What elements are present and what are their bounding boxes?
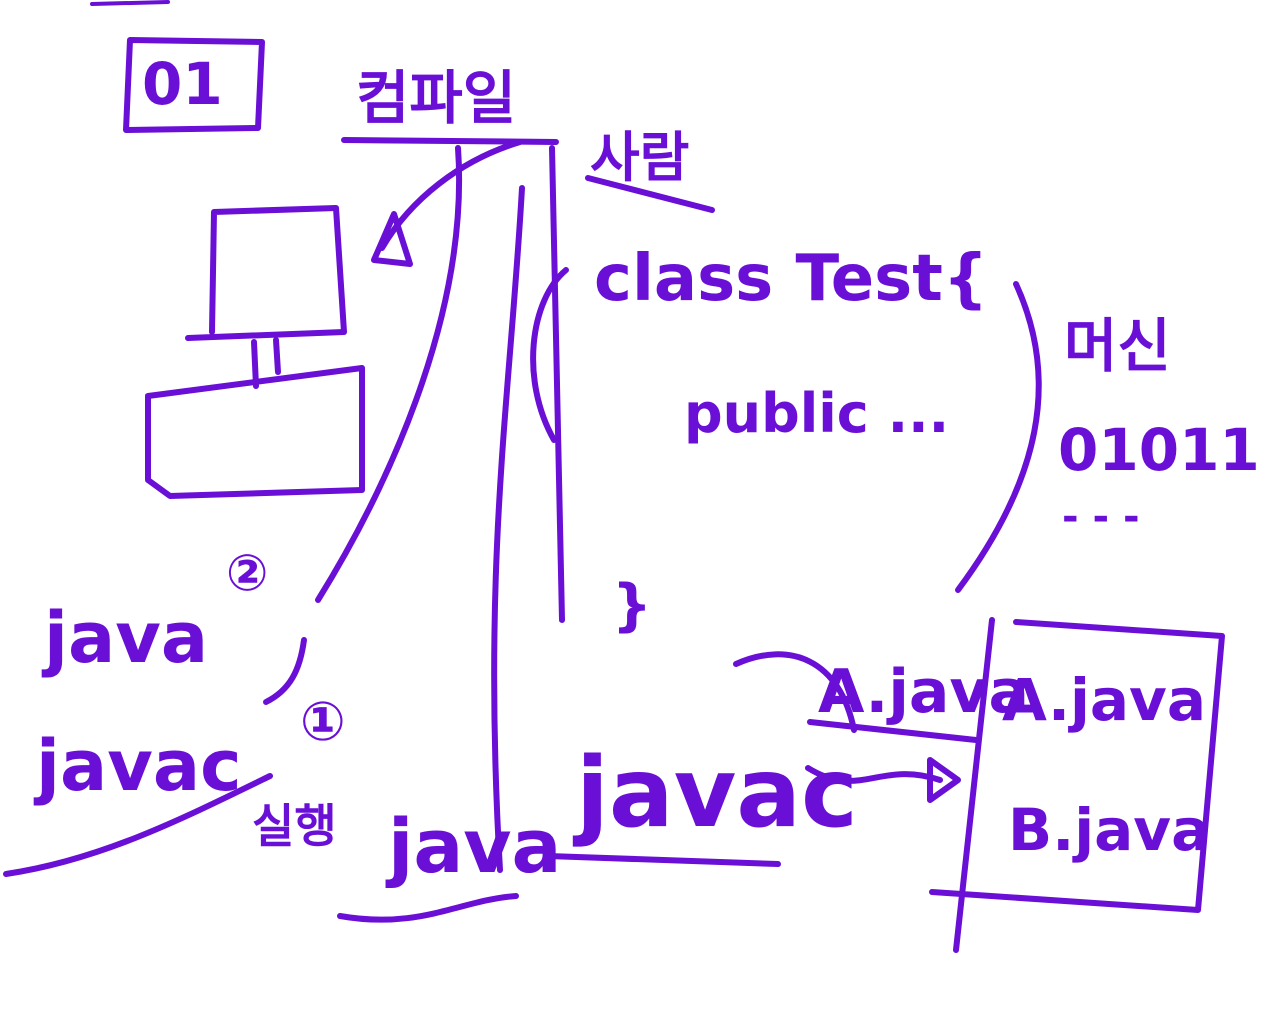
arrow-head-computer [371, 211, 413, 267]
run-label: 실행 [252, 799, 337, 853]
marker-connector [263, 637, 307, 705]
machine-label: 머신 [1064, 312, 1171, 380]
arrow-head-box [927, 757, 961, 803]
monitor-stand [251, 337, 281, 389]
javac-big: javac [572, 737, 858, 849]
javac-underline [3, 773, 273, 877]
box-b-java: B.java [1008, 796, 1210, 864]
person-underline [585, 175, 715, 213]
arc-to-output [955, 281, 1042, 593]
divider-left [491, 185, 525, 873]
person-label: 사람 [590, 126, 689, 189]
run-java: java [385, 804, 561, 890]
javac-big-underline [545, 853, 781, 867]
machine-code: 01011 [1058, 416, 1260, 484]
compile-underline [341, 137, 559, 145]
class-test-line: class Test{ [594, 242, 988, 316]
output-box [929, 617, 1225, 953]
machine-dots: - - - [1062, 494, 1140, 540]
public-line: public ... [684, 382, 949, 445]
javac-label-left: javac [33, 725, 242, 807]
divider-right [549, 145, 565, 623]
a-java-underline [807, 719, 979, 743]
line-to-java [315, 145, 462, 603]
computer-base [145, 365, 365, 499]
marker-one: ① [300, 690, 346, 753]
class-bracket-left [530, 267, 569, 443]
box-label-text: 01 [142, 50, 223, 118]
top-mark [90, 0, 170, 6]
run-java-underline [337, 893, 519, 923]
arrow-to-box [805, 765, 943, 784]
box-a-java: A.java [1002, 666, 1206, 734]
arrow-to-computer [379, 139, 523, 251]
close-brace: } [612, 573, 652, 638]
marker-two: ② [226, 544, 268, 602]
java-label-left: java [41, 597, 208, 679]
a-java-arc [733, 651, 857, 733]
label-box [123, 37, 265, 133]
compile-label: 컴파일 [356, 64, 516, 132]
monitor-shape [185, 205, 347, 341]
